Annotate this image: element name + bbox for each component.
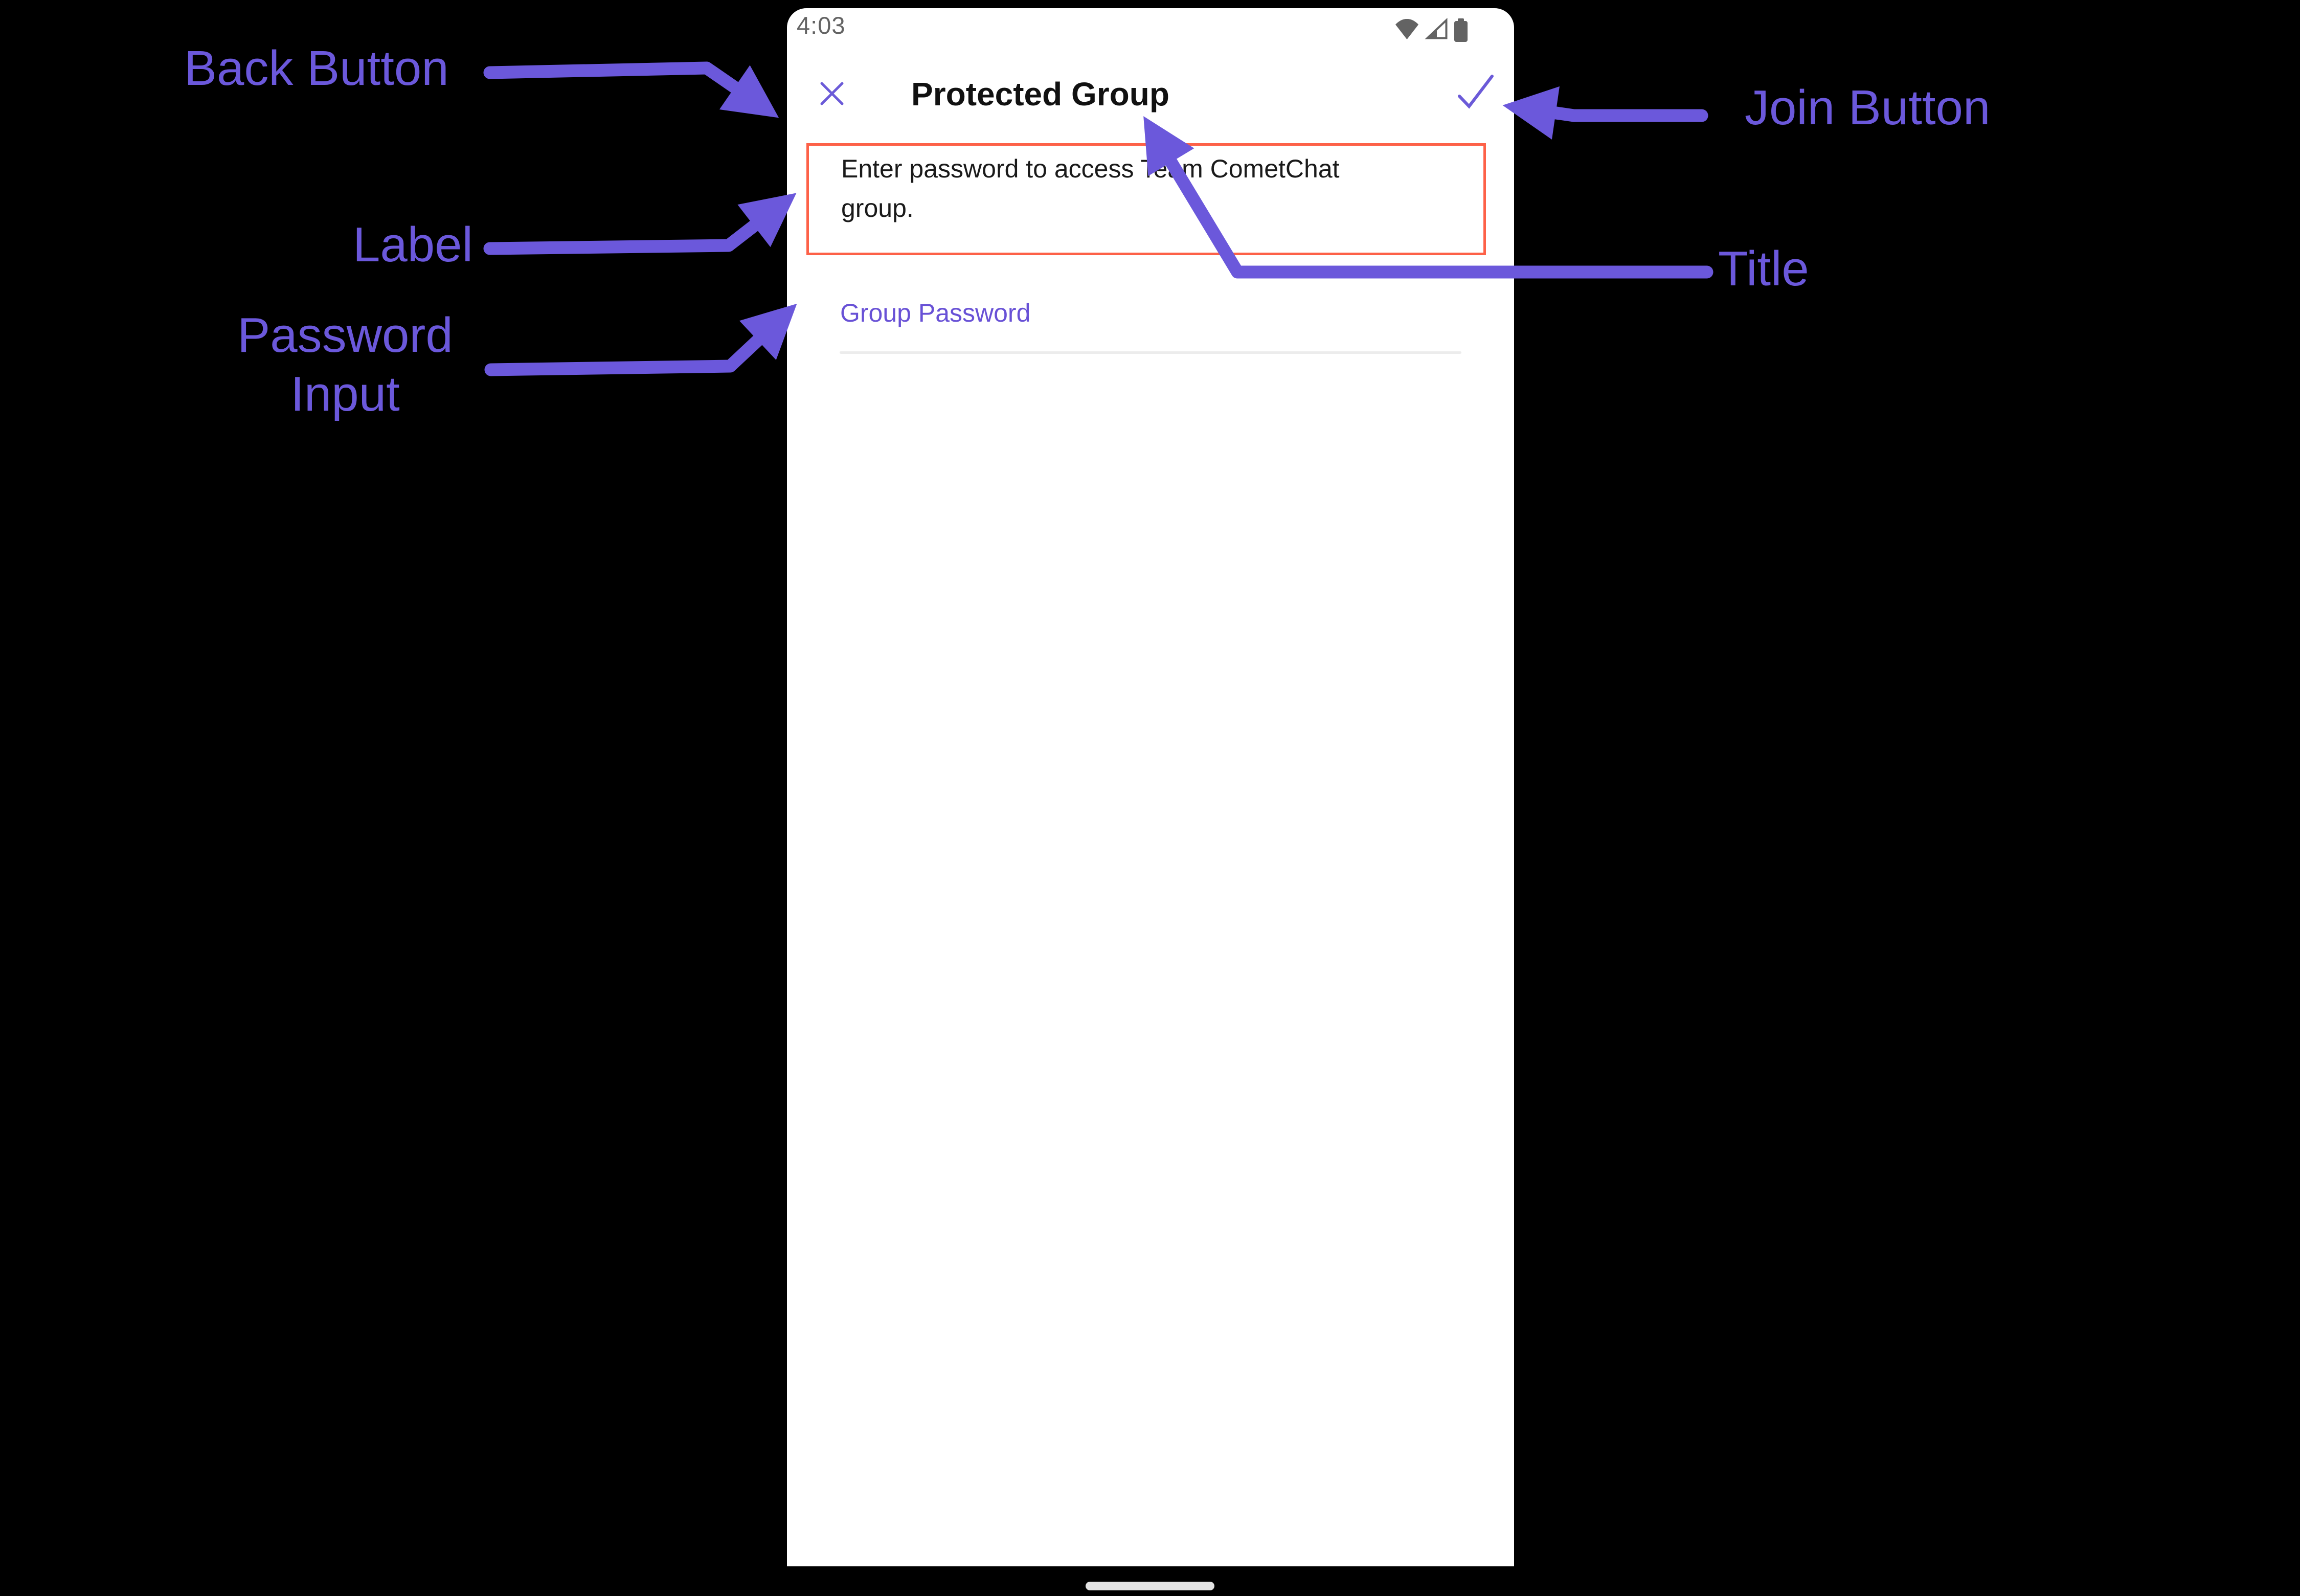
battery-icon	[1453, 18, 1469, 42]
annotation-password-input-label: Password Input	[237, 308, 453, 421]
password-field-label: Group Password	[840, 299, 1031, 327]
back-button-arrow	[483, 61, 779, 118]
cellular-signal-icon	[1425, 18, 1449, 40]
phone-screen: 4:03	[787, 8, 1514, 1566]
input-underline	[840, 351, 1461, 354]
back-button[interactable]	[819, 80, 845, 107]
wifi-icon	[1394, 18, 1420, 40]
check-icon	[1456, 75, 1496, 113]
annotation-join-button-label: Join Button	[1745, 80, 1991, 135]
status-icons	[1394, 18, 1469, 42]
join-button[interactable]	[1456, 72, 1496, 111]
join-button-arrow	[1502, 86, 1708, 140]
label-arrow	[483, 193, 797, 255]
password-input-arrow	[484, 303, 797, 376]
home-indicator[interactable]	[1086, 1582, 1214, 1590]
close-icon	[819, 82, 845, 108]
annotation-back-button-label: Back Button	[184, 41, 449, 96]
page-title: Protected Group	[911, 76, 1169, 113]
alert-text: Enter password to access Team CometChat …	[841, 154, 1340, 222]
annotation-title-label: Title	[1718, 241, 1809, 296]
password-input[interactable]	[840, 326, 1460, 350]
annotation-label-label: Label	[353, 217, 473, 272]
status-time: 4:03	[797, 12, 846, 39]
alert-label: Enter password to access Team CometChat …	[806, 143, 1486, 255]
